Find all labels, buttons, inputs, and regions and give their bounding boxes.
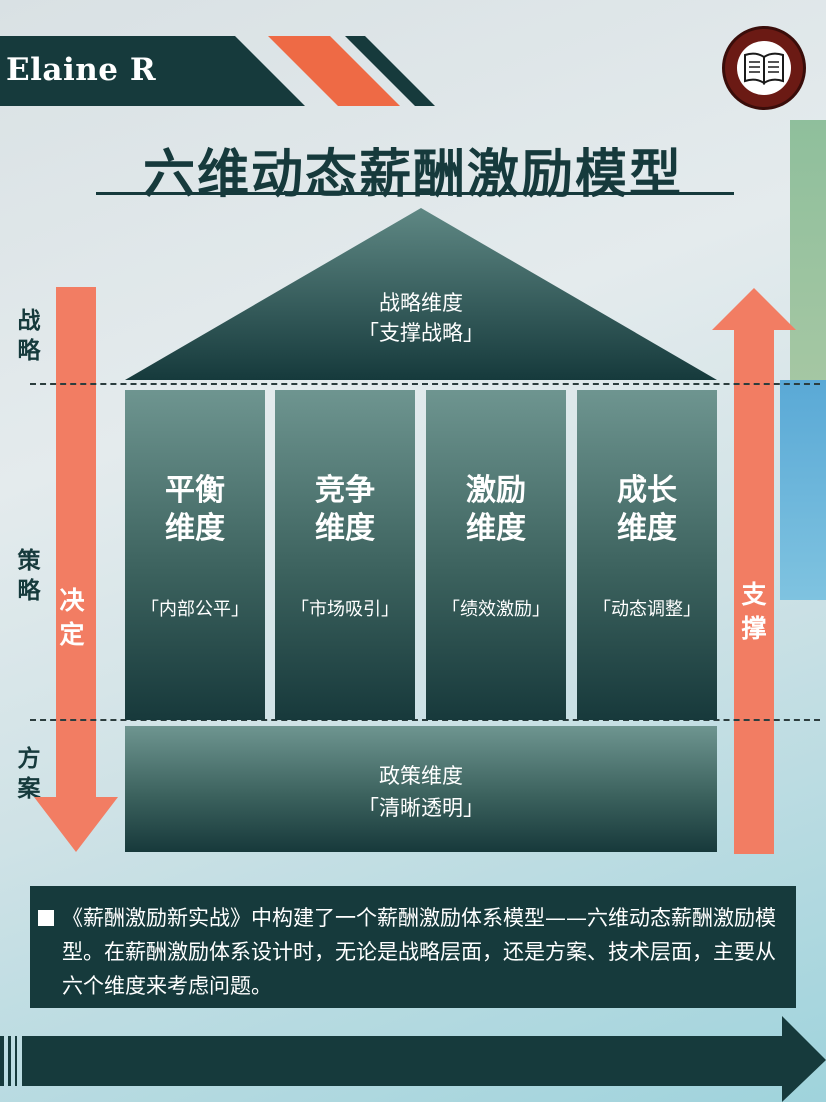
- side-label-plan: 方案: [17, 746, 41, 802]
- open-book-icon: [737, 41, 791, 95]
- base-name: 政策维度: [379, 764, 463, 788]
- background-strip-green: [790, 120, 826, 420]
- divider-dashed-top: [30, 383, 820, 385]
- divider-dashed-bottom: [30, 719, 820, 721]
- pillar-sub: 「动态调整」: [593, 599, 701, 620]
- side-label-strategy: 战略: [17, 308, 41, 364]
- description-text: 《薪酬激励新实战》中构建了一个薪酬激励体系模型——六维动态薪酬激励模型。在薪酬激…: [62, 906, 776, 998]
- arrow-up-icon: [712, 288, 796, 854]
- roof-sub: 「支撑战略」: [358, 321, 484, 345]
- arrow-right-icon: [0, 1016, 826, 1102]
- page-title: 六维动态薪酬激励模型: [142, 144, 683, 205]
- pillar-growth: 成长 维度 「动态调整」: [577, 390, 717, 720]
- title-underline: [96, 192, 734, 195]
- header-banner: [0, 36, 826, 106]
- pillar-balance: 平衡 维度 「内部公平」: [125, 390, 265, 720]
- pillar-incentive: 激励 维度 「绩效激励」: [426, 390, 566, 720]
- arrow-down-icon: [34, 287, 118, 852]
- roof-strategy-dimension: [125, 208, 717, 380]
- brand-name: Elaine R: [6, 52, 157, 88]
- description-box: 《薪酬激励新实战》中构建了一个薪酬激励体系模型——六维动态薪酬激励模型。在薪酬激…: [30, 886, 796, 1008]
- pillar-competition: 竞争 维度 「市场吸引」: [275, 390, 415, 720]
- side-label-tactics: 策略: [17, 548, 41, 604]
- pillar-sub: 「绩效激励」: [442, 599, 550, 620]
- roof-label: 战略维度 「支撑战略」: [125, 288, 717, 348]
- arrow-label-support: 支撑: [741, 580, 767, 643]
- pillar-sub: 「市场吸引」: [291, 599, 399, 620]
- roof-name: 战略维度: [379, 291, 463, 315]
- background-strip-blue: [780, 380, 826, 600]
- square-bullet-icon: [38, 910, 54, 926]
- base-policy-dimension: 政策维度 「清晰透明」: [125, 726, 717, 852]
- pillar-sub: 「内部公平」: [141, 599, 249, 620]
- arrow-label-decide: 决定: [59, 586, 85, 649]
- base-sub: 「清晰透明」: [358, 796, 484, 820]
- logo: [722, 26, 806, 110]
